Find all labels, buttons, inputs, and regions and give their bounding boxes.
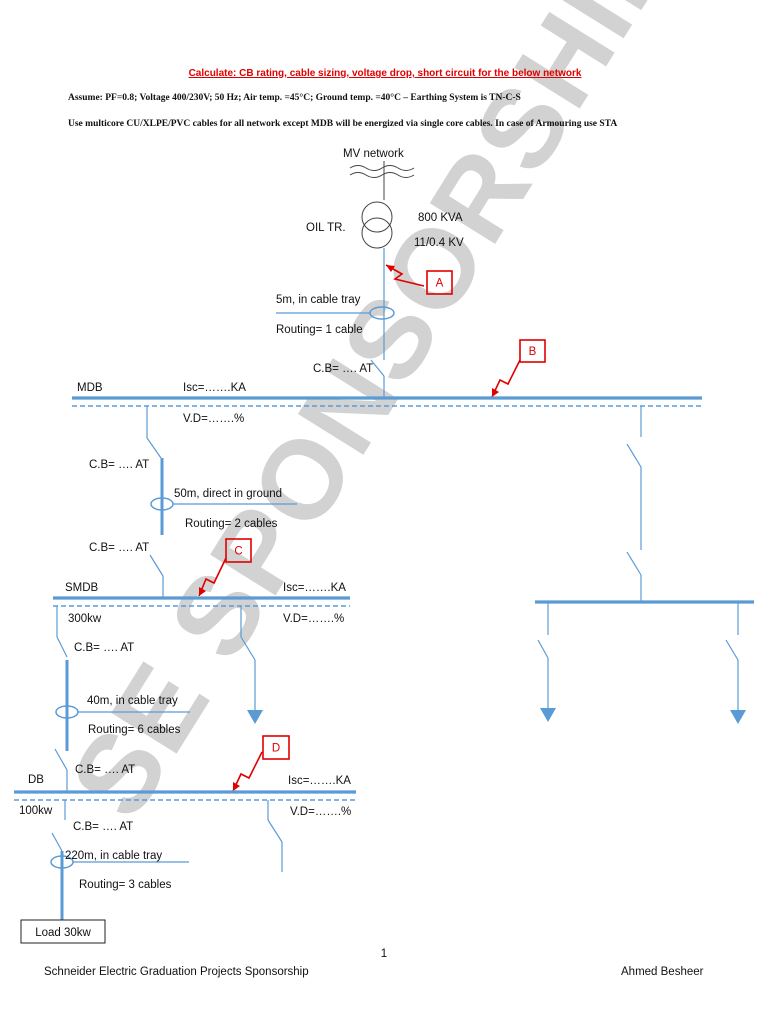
footer-right: Ahmed Besheer [621, 966, 704, 978]
fault-a-arrowhead [386, 265, 395, 272]
smdb-load: 300kw [68, 613, 102, 625]
fault-b-marker [519, 339, 546, 363]
mdb-incomer-cb: C.B= …. AT [313, 363, 373, 375]
smdb-name: SMDB [65, 582, 99, 594]
mdb-isc: Isc=…….KA [183, 382, 246, 394]
page-number: 1 [381, 948, 387, 960]
fault-c-arrowhead [199, 587, 206, 596]
smdb-incomer-cb: C.B= …. AT [89, 542, 149, 554]
db-load-breaker-icon [51, 832, 63, 852]
db-load-cb: C.B= …. AT [73, 821, 133, 833]
footer-left: Schneider Electric Graduation Projects S… [44, 966, 309, 978]
fault-b-arrow [491, 359, 521, 398]
mv-wave-icon-2 [349, 172, 415, 178]
assignment-title: Calculate: CB rating, cable sizing, volt… [189, 68, 582, 79]
smdb-load-arrow-icon [247, 710, 263, 724]
right-db-load2-arrow-icon [730, 710, 746, 724]
load-box [20, 919, 106, 944]
mdb-name: MDB [77, 382, 103, 394]
db-voltage-drop: V.D=…….% [290, 806, 351, 818]
fault-c-arrow [198, 557, 227, 597]
db-load: 100kw [19, 805, 53, 817]
fault-c-marker [225, 538, 252, 563]
fault-a-marker [426, 270, 453, 295]
db-incomer-breaker-icon [54, 748, 68, 771]
db-isc: Isc=…….KA [288, 775, 351, 787]
right-db-out2-breaker-icon [725, 639, 739, 661]
fault-d-marker [262, 735, 290, 760]
transformer-secondary-coil-icon [361, 217, 393, 249]
db-load-length: 220m, in cable tray [65, 850, 162, 862]
smdb-db-cb: C.B= …. AT [74, 642, 134, 654]
mv-wave-icon [349, 165, 415, 171]
db-load-routing: Routing= 3 cables [79, 879, 172, 891]
fault-d-arrowhead [233, 782, 240, 791]
feeder-tr-length: 5m, in cable tray [276, 294, 361, 306]
db-name: DB [28, 774, 44, 786]
load-label: Load 30kw [35, 927, 91, 939]
transformer-rating: 800 KVA [418, 212, 463, 224]
right-db-load1-arrow-icon [540, 708, 556, 722]
mdb-right-breaker-icon-2 [626, 551, 642, 576]
cable-note-text: Use multicore CU/XLPE/PVC cables for all… [68, 119, 617, 129]
smdb-db-length: 40m, in cable tray [87, 695, 178, 707]
right-db-out1-breaker-icon [537, 639, 549, 659]
smdb-db-breaker-icon [56, 636, 68, 658]
smdb-out-breaker-icon [240, 636, 256, 661]
transformer-ratio: 11/0.4 KV [414, 237, 464, 249]
mdb-smdb-breaker-icon [146, 437, 162, 459]
fault-d-label: D [272, 743, 280, 755]
mdb-smdb-routing: Routing= 2 cables [185, 518, 278, 530]
fault-a-label: A [436, 278, 444, 290]
fault-c-label: C [234, 546, 242, 558]
transformer-primary-coil-icon [361, 201, 393, 233]
smdb-voltage-drop: V.D=…….% [283, 613, 344, 625]
mdb-incomer-breaker-icon [370, 359, 385, 377]
fault-a-arrow [385, 264, 425, 287]
smdb-incomer-breaker-icon [149, 554, 164, 577]
feeder-tr-routing: Routing= 1 cable [276, 324, 363, 336]
assumptions-text: Assume: PF=0.8; Voltage 400/230V; 50 Hz;… [68, 92, 521, 103]
mdb-smdb-length: 50m, direct in ground [174, 488, 282, 500]
smdb-isc: Isc=…….KA [283, 582, 346, 594]
db-out-right-breaker-icon [267, 819, 283, 843]
db-incomer-cb: C.B= …. AT [75, 764, 135, 776]
mdb-voltage-drop: V.D=…….% [183, 413, 244, 425]
fault-d-arrow [232, 751, 263, 792]
transformer-label: OIL TR. [306, 222, 346, 234]
fault-b-arrowhead [492, 388, 499, 397]
mv-network-label: MV network [343, 148, 404, 160]
mdb-smdb-cb: C.B= …. AT [89, 459, 149, 471]
mdb-right-breaker-icon [626, 443, 642, 468]
smdb-db-routing: Routing= 6 cables [88, 724, 181, 736]
feeder-tr-ct-icon [369, 306, 395, 320]
fault-b-label: B [529, 346, 537, 358]
